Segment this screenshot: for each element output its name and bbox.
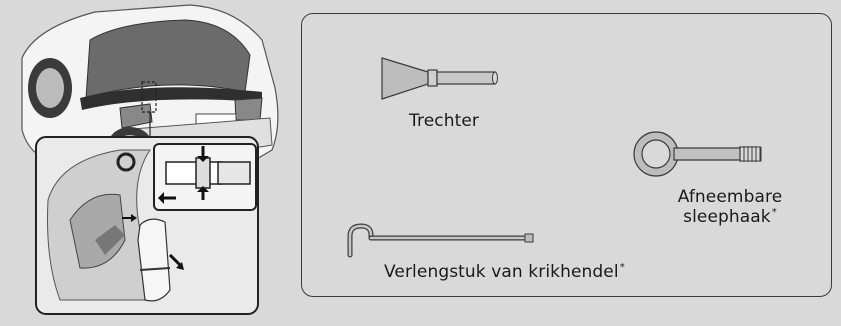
- tow-hook-label-line1: Afneembare: [677, 187, 783, 207]
- jack-handle-extension-icon: [347, 223, 534, 258]
- funnel-icon: [381, 57, 498, 100]
- car-illustration: [21, 4, 279, 315]
- jack-handle-extension-label: Verlengstuk van krikhendel*: [384, 262, 625, 282]
- funnel-label: Trechter: [409, 111, 479, 131]
- tow-hook-icon: [633, 131, 762, 177]
- tow-hook-label-line2: sleephaak*: [683, 207, 777, 227]
- tow-hook-label: Afneembare sleephaak*: [660, 187, 800, 227]
- footnote-marker: *: [619, 262, 625, 273]
- footnote-marker: *: [771, 207, 777, 218]
- cargo-compartment-inset: [35, 136, 259, 315]
